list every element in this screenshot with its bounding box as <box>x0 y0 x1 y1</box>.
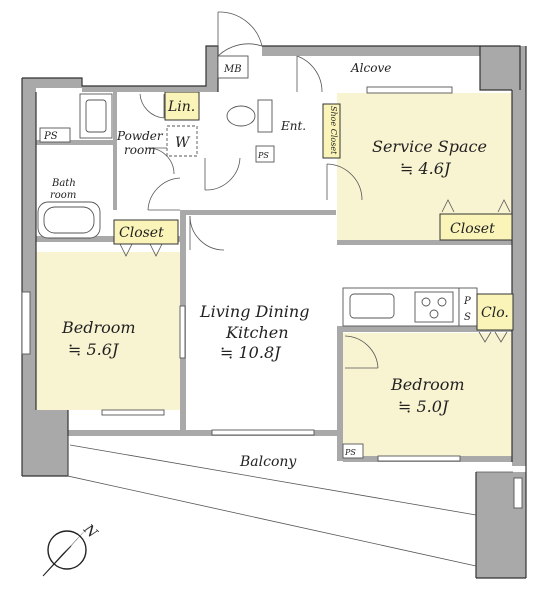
bath-room-label-2: room <box>50 190 76 201</box>
ps-kitchen-p-label: P <box>463 296 471 307</box>
bath-room-label-1: Bath <box>51 178 76 189</box>
doors <box>119 11 511 369</box>
closet-left-box <box>113 219 179 245</box>
ps-bottom-box <box>342 443 364 459</box>
ldk-label-2: Kitchen <box>225 323 289 342</box>
washer-box <box>166 125 198 157</box>
bedroom-left-area <box>28 252 180 410</box>
mb-label: MB <box>223 64 242 75</box>
entrance-label: Ent. <box>280 119 306 133</box>
linen-label: Lin. <box>167 99 195 115</box>
kitchen-sink <box>349 293 395 319</box>
walls <box>22 46 526 578</box>
balcony-label: Balcony <box>239 454 297 470</box>
powder-room-label-1: Powder <box>116 129 164 143</box>
toilet-bowl <box>226 105 256 127</box>
bedroom-left-label: Bedroom <box>61 318 136 337</box>
ps-bottom-label: PS <box>344 448 356 457</box>
windows <box>21 86 461 462</box>
bedroom-left-size: ≒ 5.6J <box>68 340 120 359</box>
ps-center-box <box>255 145 275 163</box>
balcony <box>67 436 523 567</box>
closet-left-label: Closet <box>119 225 164 241</box>
labels: Alcove MB PS PS PS P S Lin. W Powder roo… <box>43 61 509 470</box>
service-space-size: ≒ 4.6J <box>400 159 452 178</box>
room-fills <box>28 91 513 461</box>
closet-small-label: Clo. <box>481 305 509 321</box>
alcove-label: Alcove <box>350 61 391 75</box>
closet-right-label: Closet <box>450 221 495 237</box>
bedroom-right-size: ≒ 5.0J <box>398 397 450 416</box>
fixtures <box>37 55 514 459</box>
powder-room-label-2: room <box>124 143 156 157</box>
mb-box <box>217 55 249 79</box>
service-space-label: Service Space <box>372 137 487 156</box>
shoe-closet-area <box>322 103 341 159</box>
ldk-label-1: Living Dining <box>199 302 309 321</box>
shoe-closet-label: Shoe Closet <box>329 106 338 155</box>
ldk-size: ≒ 10.8J <box>220 343 282 362</box>
wall-outlines <box>21 45 527 579</box>
bedroom-right-label: Bedroom <box>390 375 465 394</box>
ps-kitchen-s-label: S <box>464 312 471 323</box>
ps-center-label: PS <box>257 151 269 160</box>
closet-right-box <box>439 213 513 241</box>
toilet-tank <box>257 99 273 133</box>
compass-icon: N <box>42 521 101 577</box>
ps-left-label: PS <box>43 131 58 142</box>
bedroom-right-area <box>343 333 513 461</box>
closet-small-box <box>476 293 514 331</box>
ps-left-box <box>39 127 71 143</box>
washer-label: W <box>175 135 191 151</box>
